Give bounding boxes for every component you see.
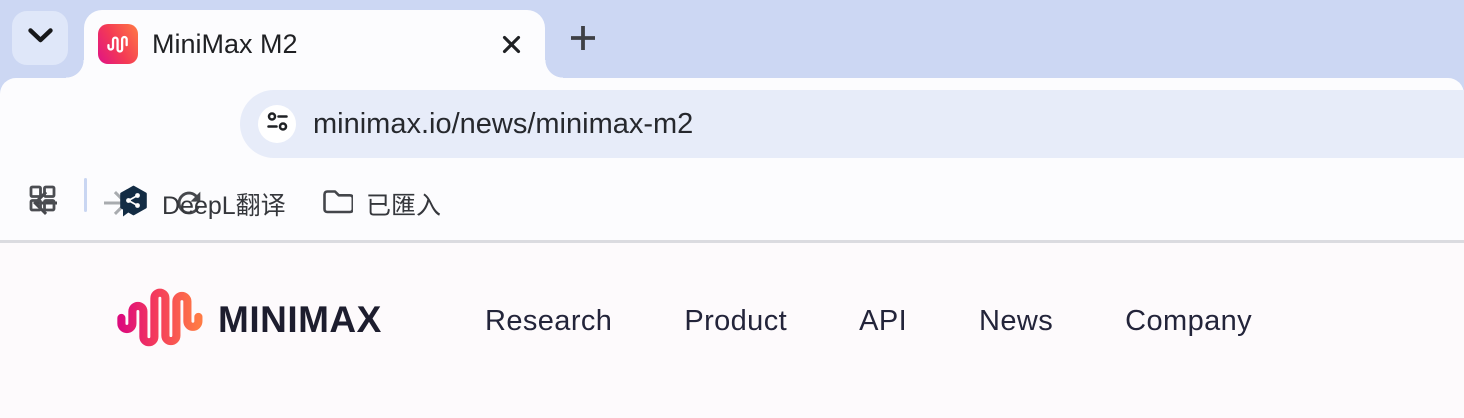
waveform-favicon-icon — [98, 24, 138, 64]
browser-tab[interactable]: MiniMax M2 — [66, 10, 563, 78]
bookmark-folder-imported[interactable]: 已匯入 — [322, 168, 441, 240]
apps-button[interactable] — [20, 179, 64, 223]
waveform-logo-icon — [117, 285, 205, 356]
chevron-down-icon — [27, 27, 54, 49]
tab-title: MiniMax M2 — [152, 28, 298, 59]
plus-icon — [567, 22, 599, 59]
nav-link-api[interactable]: API — [859, 304, 908, 337]
close-icon[interactable] — [493, 26, 529, 62]
bookmarks-bar: DeepL翻译 已匯入 — [0, 168, 1464, 240]
tab-strip: MiniMax M2 — [0, 0, 1464, 78]
url-text[interactable]: minimax.io/news/minimax-m2 — [313, 107, 694, 140]
nav-link-product[interactable]: Product — [684, 304, 788, 337]
tune-icon — [266, 111, 288, 137]
brand-wordmark: MINIMAX — [218, 299, 382, 340]
folder-icon — [322, 188, 355, 220]
address-bar[interactable]: minimax.io/news/minimax-m2 — [240, 90, 1464, 158]
nav-link-research[interactable]: Research — [485, 304, 613, 337]
bookmark-label: DeepL翻译 — [162, 192, 286, 220]
tab-search-button[interactable] — [12, 11, 68, 65]
page-content: MINIMAX Research Product API News Compan… — [0, 243, 1464, 418]
bookmark-label: 已匯入 — [366, 192, 442, 220]
nav-link-company[interactable]: Company — [1125, 304, 1253, 337]
site-logo[interactable]: MINIMAX — [117, 286, 382, 354]
nav-link-news[interactable]: News — [979, 304, 1054, 337]
bookmarks-divider — [84, 178, 87, 212]
bookmark-deepl[interactable]: DeepL翻译 — [118, 168, 286, 240]
site-info-button[interactable] — [258, 105, 296, 143]
toolbar-page-divider — [0, 240, 1464, 243]
new-tab-button[interactable] — [559, 16, 607, 64]
apps-grid-icon — [29, 185, 56, 217]
browser-toolbar: minimax.io/news/minimax-m2 — [0, 78, 1464, 241]
deepl-icon — [118, 185, 149, 223]
site-navigation: Research Product API News Company — [485, 301, 1252, 341]
